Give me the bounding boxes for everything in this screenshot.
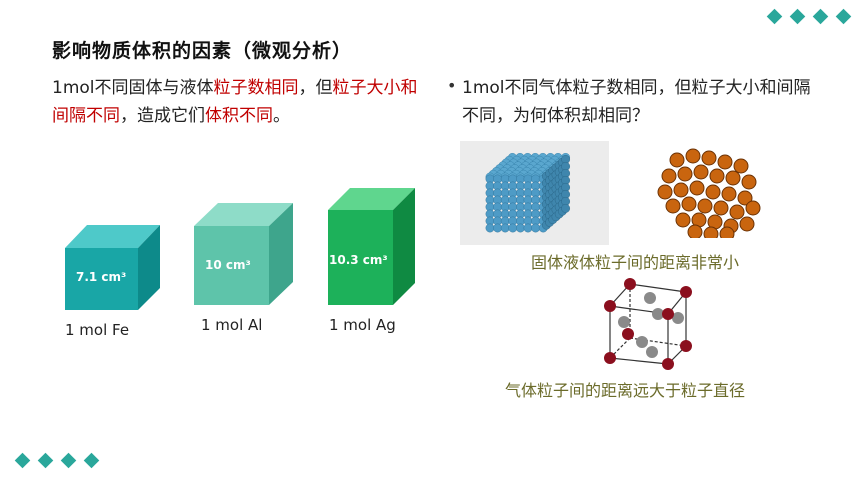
gas-structure-image: [604, 278, 692, 370]
para-text: 。: [273, 106, 290, 126]
blue-sphere-lattice: [485, 152, 571, 233]
al-volume: 10 cm³: [205, 258, 251, 272]
diamond-shape: [14, 452, 31, 469]
para-highlight: 粒子数相同: [213, 78, 299, 98]
para-highlight: 体积不同: [205, 106, 273, 126]
solid-liquid-paragraph: 1mol不同固体与液体粒子数相同，但粒子大小和间隔不同，造成它们体积不同。: [52, 74, 422, 130]
para-highlight: 粒子大小和间隔不同: [52, 78, 418, 126]
fe-volume: 7.1 cm³: [76, 270, 127, 284]
al-cube: [194, 203, 293, 305]
fe-label: 1 mol Fe: [65, 321, 130, 339]
para-text: ，但: [298, 78, 333, 98]
diamond-shape: [60, 452, 77, 469]
diamond-shape: [766, 8, 783, 25]
diamond-shape: [812, 8, 829, 25]
para-text: ，造成它们: [120, 106, 205, 126]
top-right-diamonds: [766, 8, 852, 25]
gas-caption: 气体粒子间的距离远大于粒子直径: [505, 381, 746, 400]
ag-volume: 10.3 cm³: [329, 253, 388, 267]
diamond-shape: [83, 452, 100, 469]
solid-liquid-caption: 固体液体粒子间的距离非常小: [531, 253, 740, 272]
bullet-dot: •: [447, 76, 457, 95]
ag-cube: [328, 188, 415, 305]
fe-cube: [65, 225, 160, 310]
al-label: 1 mol Al: [201, 316, 263, 334]
solid-lattice-image: [460, 141, 609, 245]
diamond-shape: [37, 452, 54, 469]
gas-question: 1mol不同气体粒子数相同，但粒子大小和间隔不同，为何体积却相同？: [462, 78, 811, 126]
ag-label: 1 mol Ag: [329, 316, 396, 334]
bottom-left-diamonds: [14, 452, 100, 469]
liquid-particles-image: [657, 148, 761, 238]
diamond-shape: [835, 8, 852, 25]
para-text: 1mol不同固体与液体: [52, 78, 214, 98]
diamond-shape: [789, 8, 806, 25]
slide-title: 影响物质体积的因素（微观分析）: [52, 40, 353, 62]
cubes-illustration: [65, 188, 415, 310]
